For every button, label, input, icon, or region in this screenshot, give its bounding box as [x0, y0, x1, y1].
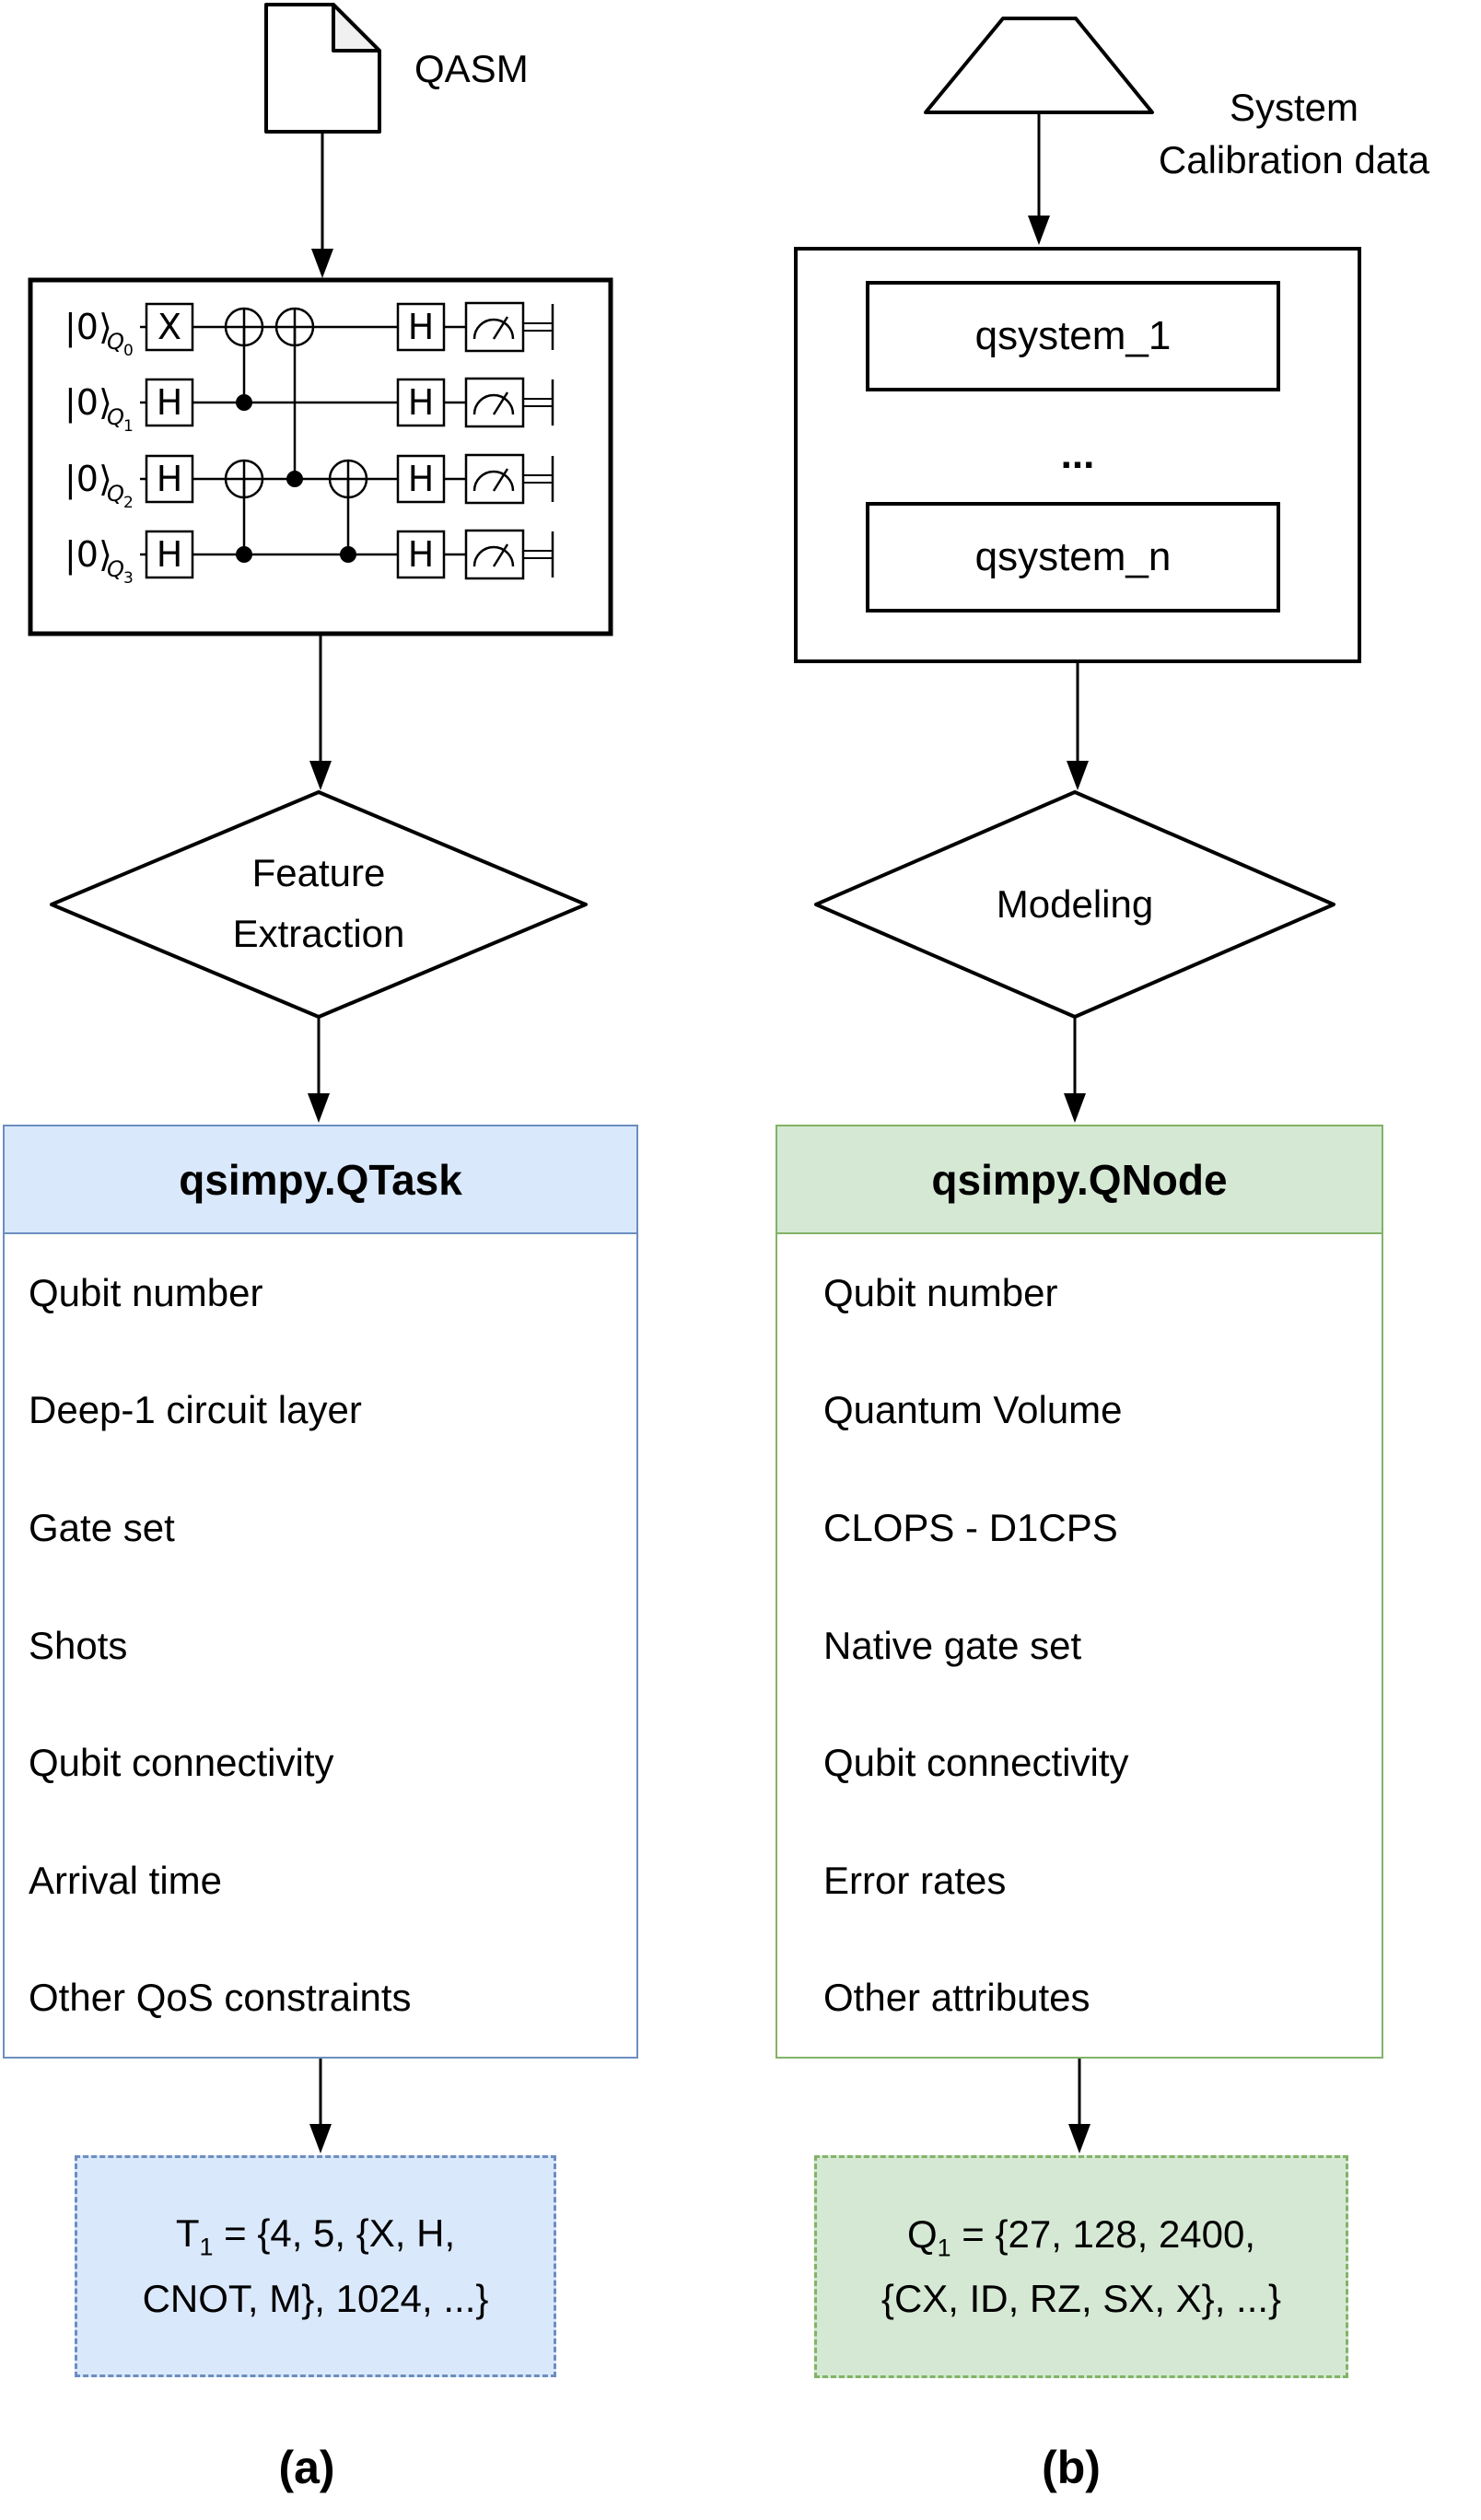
qtask-attribute: Qubit number — [29, 1270, 263, 1314]
qtask-attribute: Gate set — [29, 1505, 175, 1549]
classical-wires — [523, 322, 553, 559]
modeling-diamond — [814, 790, 1335, 1019]
qasm-label: QASM — [414, 47, 529, 90]
arrow-qtask-to-result — [309, 2059, 332, 2153]
qnode-attribute: Qubit connectivity — [823, 1741, 1129, 1785]
qnode-attribute: Other attributes — [823, 1976, 1090, 2020]
arrow-qnode-to-result — [1068, 2059, 1090, 2153]
control-dot-icons — [236, 394, 356, 563]
h-gate-label: H — [157, 382, 183, 423]
svg-text:0: 0 — [123, 342, 134, 360]
qnode-header: qsimpy.QNode — [777, 1126, 1382, 1234]
qtask-result-box: T1 = {4, 5, {X, H, CNOT, M}, 1024, ...} — [75, 2155, 556, 2377]
qnode-result-box: Q1 = {27, 128, 2400, {CX, ID, RZ, SX, X}… — [814, 2155, 1348, 2378]
qubit-labels: |0⟩ Q 0 |0⟩ Q 1 |0⟩ Q 2 |0⟩ Q 3 — [64, 307, 134, 588]
x-gate-label: X — [157, 307, 181, 347]
qnode-attribute: Native gate set — [823, 1623, 1082, 1667]
qtask-result-line1: T1 = {4, 5, {X, H, — [175, 2211, 456, 2261]
qnode-attribute-list: Qubit number Quantum Volume CLOPS - D1CP… — [777, 1234, 1382, 2057]
document-icon — [264, 3, 381, 134]
qsystems-ellipsis: ... — [1060, 432, 1095, 477]
qtask-attribute: Arrival time — [29, 1858, 223, 1902]
qsystem-first-box: qsystem_1 — [866, 281, 1280, 391]
feature-extraction-line2: Extraction — [232, 912, 405, 955]
h-gate-label: H — [408, 534, 435, 575]
qnode-result-line2: {CX, ID, RZ, SX, X}, ...} — [880, 2277, 1282, 2321]
qtask-result-line2: CNOT, M}, 1024, ...} — [142, 2276, 489, 2320]
caption-b: (b) — [1042, 2442, 1101, 2493]
qubit-ket-label: |0⟩ — [64, 307, 112, 348]
feature-extraction-line1: Feature — [251, 851, 386, 894]
feature-extraction-label: Feature Extraction — [134, 843, 503, 964]
qtask-attribute: Other QoS constraints — [29, 1976, 412, 2020]
h-gate-label: H — [157, 534, 183, 575]
first-column-gates: X H H H — [145, 302, 194, 579]
arrow-calibration-to-systems — [1028, 112, 1050, 245]
feature-extraction-diamond — [50, 790, 588, 1019]
qubit-ket-label: |0⟩ — [64, 382, 112, 424]
arrow-systems-to-modeling — [1067, 663, 1089, 790]
h-gate-label: H — [157, 459, 183, 499]
h-gate-label: H — [408, 459, 435, 499]
arrow-modeling-to-qnode — [1064, 1017, 1086, 1123]
hadamard-column-gates: H H H H — [396, 302, 446, 579]
arrow-circuit-to-feature-extraction — [309, 636, 332, 790]
svg-text:Q: Q — [107, 481, 124, 507]
system-calibration-line2: Calibration data — [1158, 138, 1430, 181]
svg-text:Q: Q — [107, 329, 124, 355]
measurement-icons — [464, 301, 525, 580]
qtask-attribute: Deep-1 circuit layer — [29, 1388, 362, 1432]
h-gate-label: H — [408, 307, 435, 347]
qnode-attribute: Quantum Volume — [823, 1388, 1123, 1432]
quantum-circuit-box: X H H H — [28, 277, 613, 636]
qnode-attribute: CLOPS - D1CPS — [823, 1505, 1118, 1549]
h-gate-label: H — [408, 382, 435, 423]
system-calibration-label: System Calibration data — [1137, 81, 1451, 186]
manual-input-trapezoid-icon — [924, 17, 1154, 114]
modeling-line1: Modeling — [996, 882, 1154, 926]
qsystems-box: qsystem_1 ... qsystem_n — [794, 247, 1361, 663]
qnode-box: qsimpy.QNode Qubit number Quantum Volume… — [775, 1125, 1383, 2059]
qnode-attribute: Qubit number — [823, 1270, 1058, 1314]
qnode-result-line1: Q1 = {27, 128, 2400, — [906, 2211, 1256, 2262]
qtask-header: qsimpy.QTask — [5, 1126, 636, 1234]
qsystem-last-box: qsystem_n — [866, 502, 1280, 612]
qtask-attribute: Qubit connectivity — [29, 1741, 334, 1785]
qnode-attribute: Error rates — [823, 1858, 1007, 1902]
modeling-label: Modeling — [891, 874, 1259, 935]
svg-text:1: 1 — [123, 417, 134, 436]
svg-text:Q: Q — [107, 404, 124, 430]
qubit-ket-label: |0⟩ — [64, 534, 112, 576]
arrow-feature-extraction-to-qtask — [308, 1017, 330, 1123]
qtask-attribute: Shots — [29, 1623, 128, 1667]
system-calibration-line1: System — [1229, 86, 1359, 129]
cnot-target-icons — [224, 307, 368, 499]
qubit-ket-label: |0⟩ — [64, 459, 112, 500]
qtask-box: qsimpy.QTask Qubit number Deep-1 circuit… — [3, 1125, 638, 2059]
qtask-attribute-list: Qubit number Deep-1 circuit layer Gate s… — [5, 1234, 636, 2057]
svg-text:2: 2 — [123, 494, 134, 512]
arrow-doc-to-circuit — [311, 134, 333, 278]
caption-a: (a) — [278, 2442, 335, 2493]
svg-text:Q: Q — [107, 556, 124, 582]
svg-text:3: 3 — [123, 569, 134, 588]
